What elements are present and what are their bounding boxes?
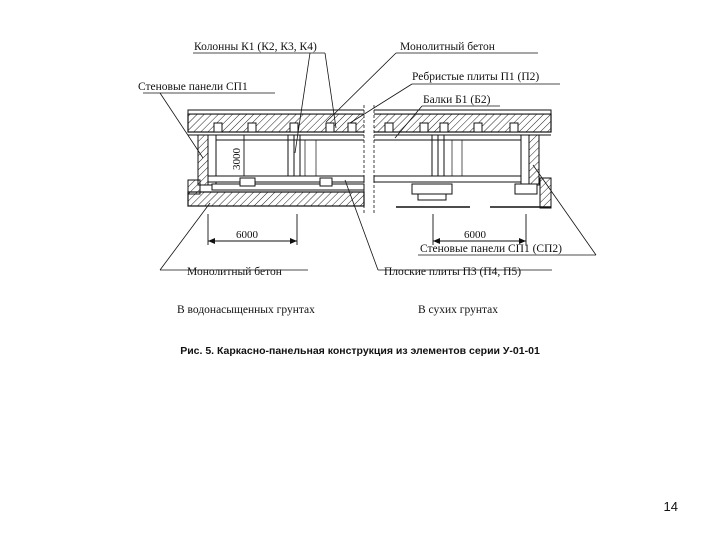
label-wall-panels-left: Стеновые панели СП1 <box>138 81 248 93</box>
label-beams: Балки Б1 (Б2) <box>423 94 491 106</box>
label-dry-soils: В сухих грунтах <box>418 304 498 316</box>
label-flat-slabs: Плоские плиты П3 (П4, П5) <box>384 266 521 278</box>
label-height: 3000 <box>231 148 243 171</box>
foundation-wet <box>187 177 365 207</box>
label-ribbed-slabs: Ребристые плиты П1 (П2) <box>412 71 539 83</box>
construction-diagram: Колонны К1 (К2, К3, К4) Монолитный бетон… <box>138 41 597 316</box>
floor-slab <box>207 175 522 183</box>
leader-lines <box>143 52 597 271</box>
columns <box>287 134 445 180</box>
label-wall-panels-right: Стеновые панели СП1 (СП2) <box>420 243 562 255</box>
dimension-arrows <box>208 238 526 244</box>
label-monolithic-concrete-bottom: Монолитный бетон <box>187 266 282 278</box>
beams <box>216 139 521 178</box>
label-columns: Колонны К1 (К2, К3, К4) <box>194 41 317 53</box>
label-span-right: 6000 <box>464 229 487 241</box>
label-span-left: 6000 <box>236 229 259 241</box>
label-wet-soils: В водонасыщенных грунтах <box>177 304 315 316</box>
wall-panel-right <box>520 134 540 186</box>
section-break <box>364 105 374 213</box>
slab-ribs <box>213 122 519 133</box>
dimension-lines <box>207 134 527 245</box>
figure-caption: Рис. 5. Каркасно-панельная конструкция и… <box>180 345 540 357</box>
foundation-dry <box>396 177 552 209</box>
label-monolithic-concrete-top: Монолитный бетон <box>400 41 495 53</box>
page-number: 14 <box>663 499 678 514</box>
